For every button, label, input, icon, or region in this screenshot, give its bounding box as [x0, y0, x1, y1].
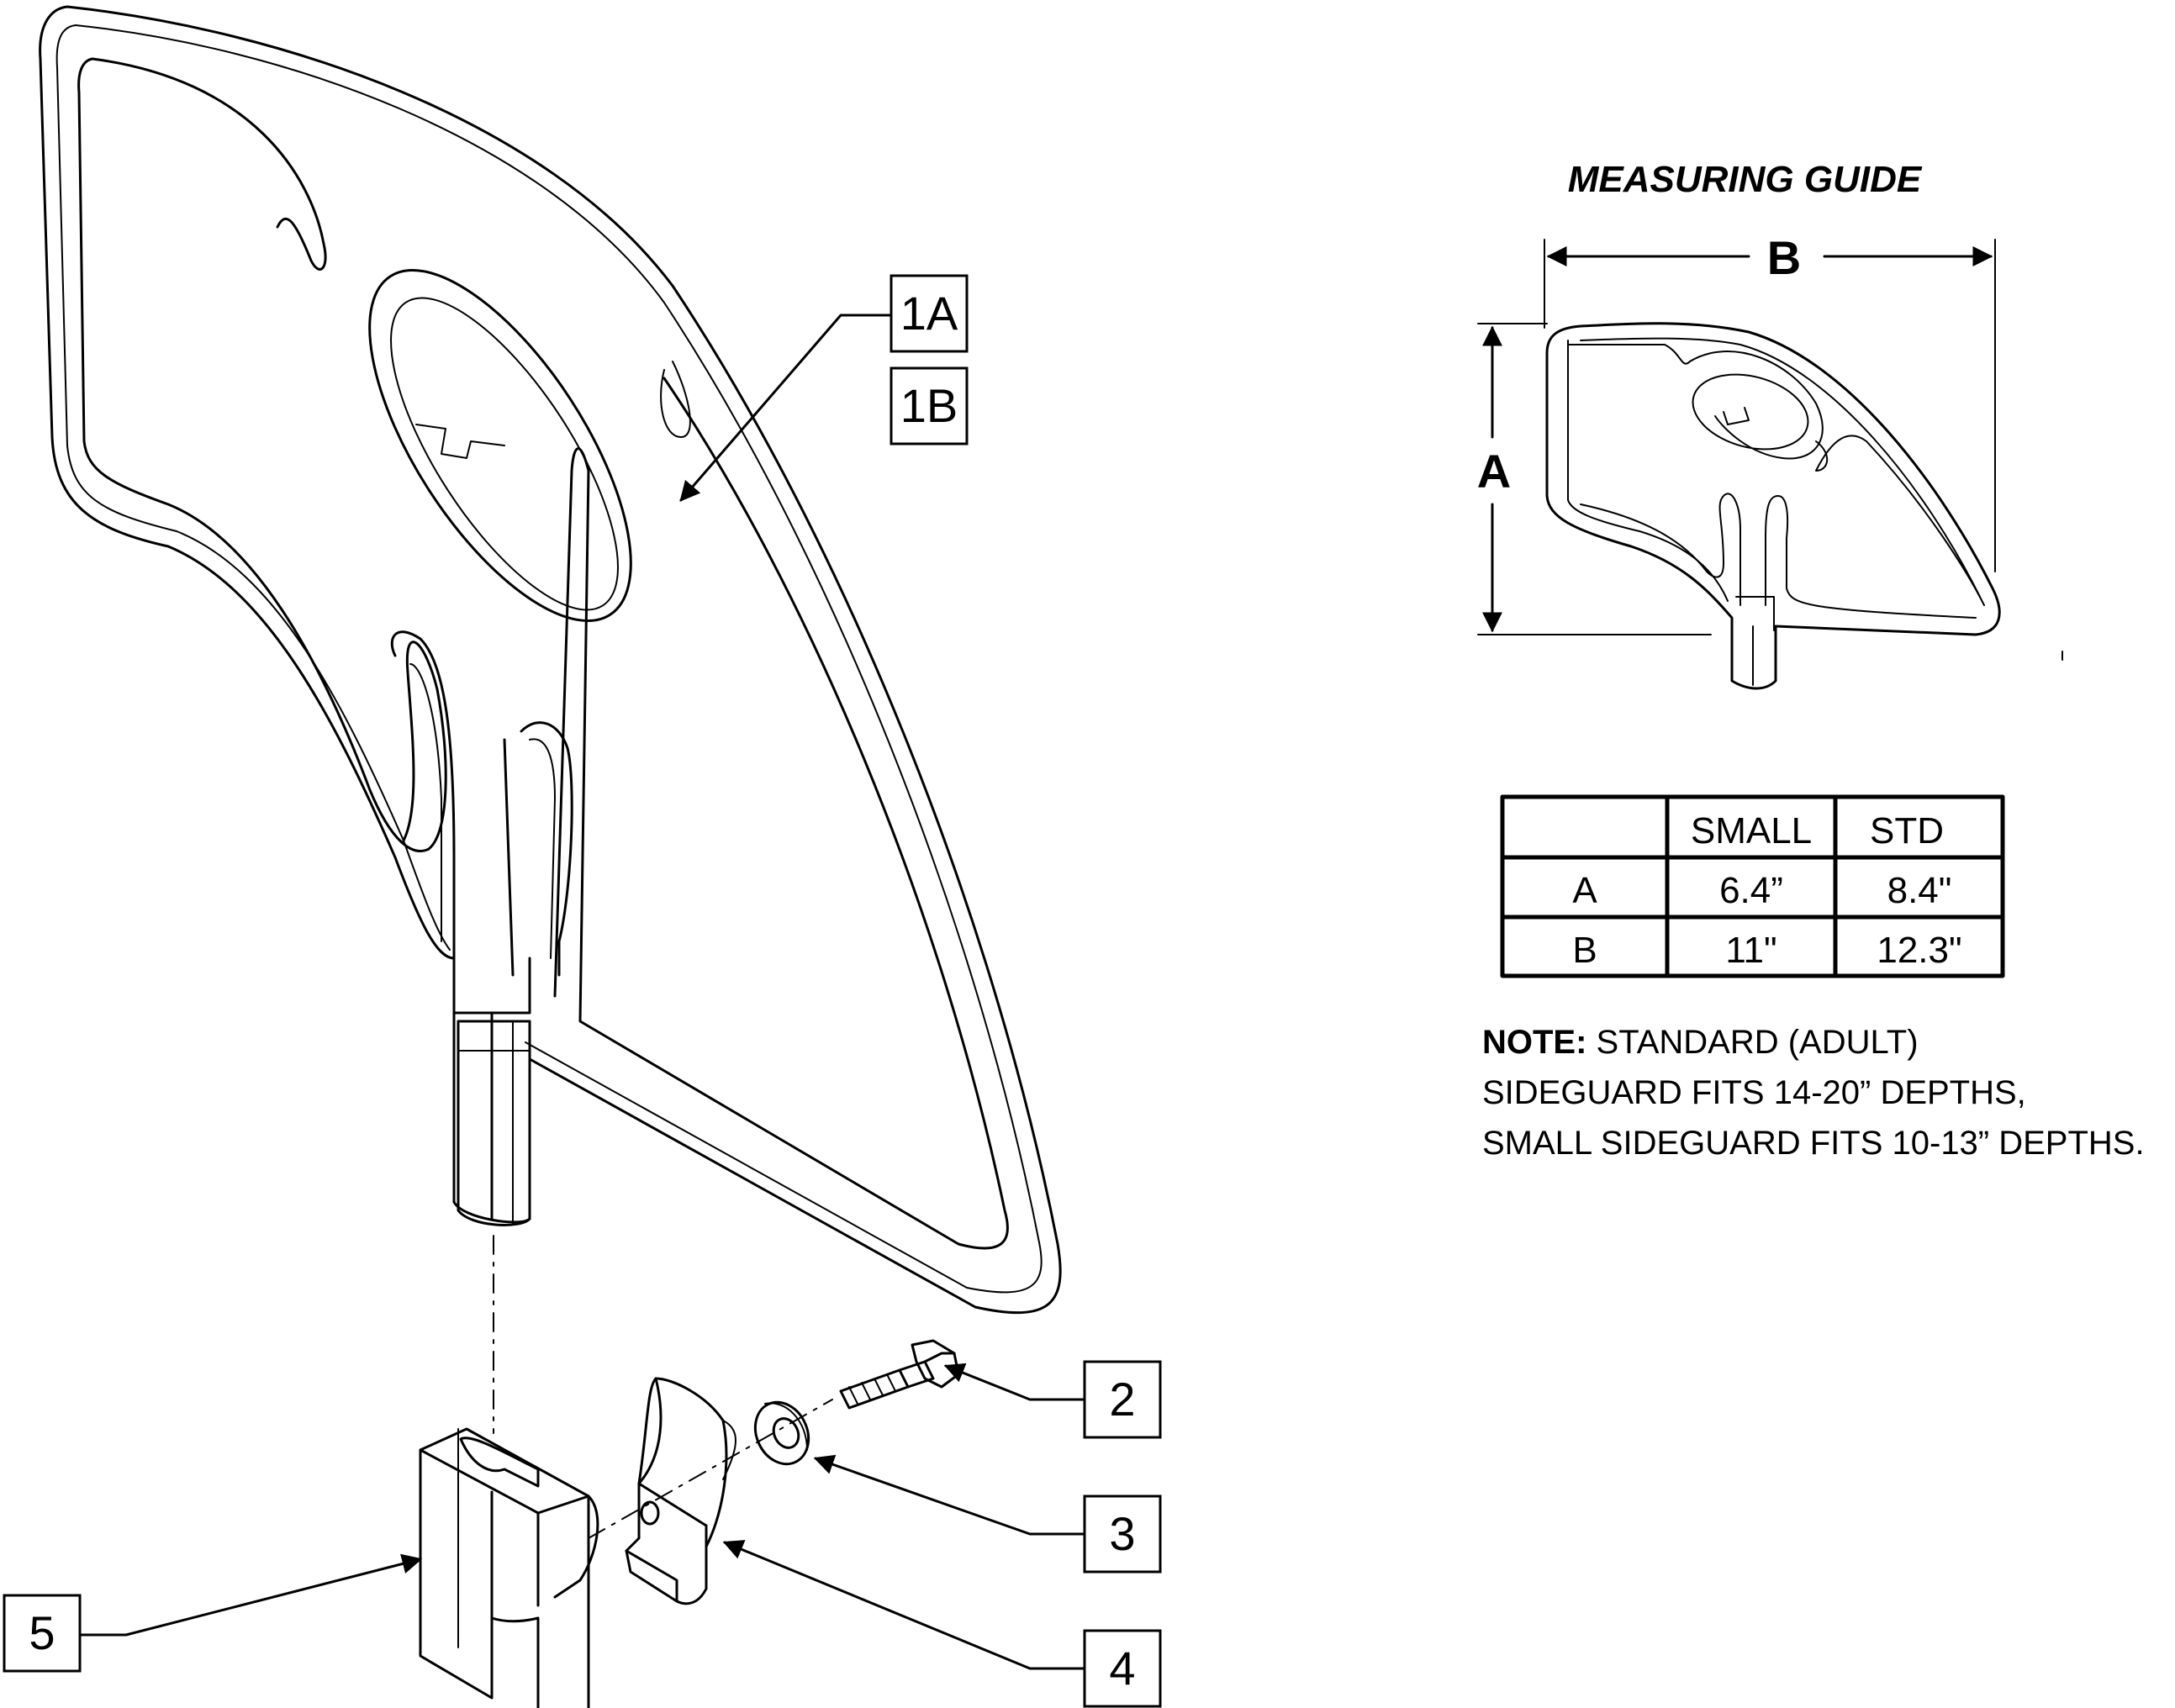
dim-a-label: A [1477, 445, 1511, 498]
dimension-a: A [1477, 323, 1712, 635]
measuring-guide-title: MEASURING GUIDE [1568, 159, 1923, 200]
sideguard-panel [39, 5, 1062, 1315]
table-row-label: B [1572, 930, 1597, 971]
svg-text:1B: 1B [900, 379, 958, 432]
note-line-3: SMALL SIDEGUARD FITS 10-13” DEPTHS. [1482, 1125, 2145, 1162]
depth-note: NOTE: STANDARD (ADULT) SIDEGUARD FITS 14… [1482, 1017, 2145, 1168]
callout-1b: 1B [890, 366, 969, 445]
callout-4: 4 [1083, 1629, 1162, 1708]
dimension-b: B [1544, 231, 1996, 572]
svg-text:2: 2 [1109, 1373, 1135, 1426]
clamp-block [419, 1427, 599, 1708]
svg-text:3: 3 [1109, 1507, 1135, 1560]
note-label: NOTE: [1482, 1024, 1587, 1061]
note-line-2: SIDEGUARD FITS 14-20” DEPTHS, [1482, 1074, 2026, 1111]
callout-3: 3 [1083, 1494, 1162, 1574]
svg-text:1A: 1A [900, 287, 958, 340]
bolt-alignment-line [588, 1399, 833, 1539]
table-row-label: A [1572, 870, 1597, 911]
sideguard-small-view [1545, 322, 2063, 690]
dim-b-label: B [1767, 231, 1801, 284]
table-cell: 11" [1725, 930, 1776, 971]
callout-2: 2 [1083, 1360, 1162, 1439]
svg-text:5: 5 [29, 1606, 55, 1659]
callout-leaders [78, 314, 1086, 1670]
table-cell: 12.3" [1877, 930, 1961, 971]
svg-text:4: 4 [1109, 1642, 1135, 1695]
bolt [839, 1339, 960, 1410]
note-line-1: NOTE: STANDARD (ADULT) [1482, 1017, 2145, 1068]
clamp-half [625, 1377, 736, 1605]
note-text: STANDARD (ADULT) [1586, 1024, 1919, 1061]
table-cell: 6.4” [1719, 870, 1783, 911]
size-table: SMALL STD A 6.4” 8.4" B 11" 12.3" [1500, 794, 2005, 978]
washer [753, 1400, 810, 1466]
callout-5: 5 [3, 1594, 82, 1673]
table-header-std: STD [1870, 810, 1944, 851]
table-cell: 8.4" [1887, 870, 1952, 911]
table-header-small: SMALL [1691, 810, 1812, 851]
callout-1a: 1A [890, 274, 969, 353]
